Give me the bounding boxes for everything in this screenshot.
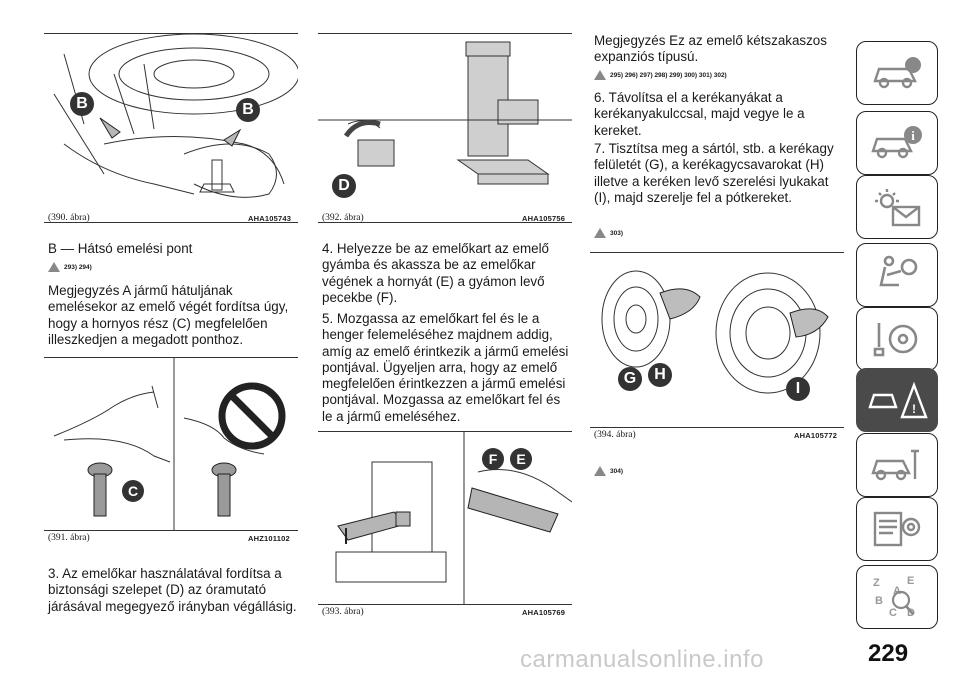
figure-393: F E xyxy=(318,431,572,605)
warning-triangle-icon xyxy=(594,228,606,238)
rear-lift-note: Megjegyzés A jármű hátuljának emelésekor… xyxy=(48,283,289,347)
steering-key-icon xyxy=(873,323,918,357)
tab-warning-lights[interactable] xyxy=(856,175,938,239)
watermark: carmanualsonline.info xyxy=(520,646,764,673)
warning-triangle-icon xyxy=(594,466,606,476)
figure-390-illustration xyxy=(53,34,298,198)
tab-knowing-instrument-panel[interactable]: i xyxy=(856,111,938,175)
svg-text:A: A xyxy=(893,585,901,597)
rear-lift-heading: B — Hátsó emelési pont xyxy=(48,241,193,256)
callout-b-left: B xyxy=(70,92,94,116)
jack-type-note: Megjegyzés Ez az emelő kétszakaszos expa… xyxy=(594,33,827,65)
emergency-triangle-icon: ! xyxy=(868,381,928,419)
warning-refs-text: 295) 296) 297) 298) 299) 300) 301) 302) xyxy=(610,71,727,79)
figure-392-code: AHA105756 xyxy=(522,214,566,223)
figure-391: C xyxy=(44,357,298,531)
warning-refs-text: 303) xyxy=(610,229,624,237)
warning-triangle-icon xyxy=(48,262,60,272)
tab-safety[interactable] xyxy=(856,243,938,307)
figure-394-code: AHA105772 xyxy=(794,431,838,440)
airbag-seat-icon xyxy=(879,255,918,287)
tab-starting-driving[interactable] xyxy=(856,307,938,371)
figure-393-illustration xyxy=(335,432,572,604)
figure-391-caption: (391. ábra) xyxy=(48,533,90,543)
figure-390-code: AHA105743 xyxy=(248,214,292,223)
page-number: 229 xyxy=(868,640,909,667)
warning-refs-303: 303) xyxy=(594,228,623,238)
callout-e: E xyxy=(510,448,532,470)
step-4: 4. Helyezze be az emelőkart az emelő gyá… xyxy=(322,241,550,305)
warning-refs-295-302: 295) 296) 297) 298) 299) 300) 301) 302) xyxy=(594,70,727,80)
figure-393-caption: (393. ábra) xyxy=(322,607,364,617)
tab-servicing-care[interactable] xyxy=(856,433,938,497)
svg-text:E: E xyxy=(907,575,914,587)
step-3: 3. Az emelőkar használatával fordítsa a … xyxy=(48,566,297,614)
svg-text:C: C xyxy=(889,607,897,619)
step-6: 6. Távolítsa el a kerékanyákat a kerékan… xyxy=(594,90,805,138)
figure-394-caption: (394. ábra) xyxy=(594,430,636,440)
callout-i: I xyxy=(786,377,810,401)
figure-391-code: AHZ101102 xyxy=(248,534,290,543)
callout-c: C xyxy=(122,480,144,502)
svg-text:Z: Z xyxy=(873,577,880,589)
figure-392: D xyxy=(318,33,572,223)
technical-data-icon xyxy=(873,511,921,547)
figure-394-illustration xyxy=(601,270,829,394)
figure-392-illustration xyxy=(318,41,572,185)
figure-392-caption: (392. ábra) xyxy=(322,213,364,223)
warning-triangle-icon xyxy=(594,70,606,80)
warning-lights-icon xyxy=(875,189,921,227)
callout-g: G xyxy=(618,367,642,391)
callout-h: H xyxy=(648,363,672,387)
svg-text:i: i xyxy=(911,128,915,143)
car-info-i-icon: i xyxy=(871,126,922,159)
step-5: 5. Mozgassa az emelőkart fel és le a hen… xyxy=(322,311,569,424)
callout-d: D xyxy=(332,174,356,198)
warning-refs-text: 293) 294) xyxy=(64,263,92,271)
car-info-icon xyxy=(873,57,921,89)
tab-index[interactable]: ZEBCDA xyxy=(856,565,938,629)
callout-b-right: B xyxy=(236,98,260,122)
warning-refs-304: 304) xyxy=(594,466,623,476)
figure-390-caption: (390. ábra) xyxy=(48,213,90,223)
figure-391-illustration xyxy=(53,358,286,530)
alphabetical-index-icon: ZEBCDA xyxy=(873,575,915,619)
tab-in-an-emergency[interactable]: ! xyxy=(856,368,938,432)
figure-394: G H I xyxy=(590,252,844,428)
svg-text:!: ! xyxy=(912,402,916,416)
svg-text:B: B xyxy=(875,595,883,607)
car-maintenance-icon xyxy=(871,449,919,481)
callout-f: F xyxy=(482,448,504,470)
figure-390: B B xyxy=(44,33,298,223)
warning-refs-293-294: 293) 294) xyxy=(48,262,92,272)
tab-getting-to-know-car[interactable] xyxy=(856,41,938,105)
step-7: 7. Tisztítsa meg a sártól, stb. a keréka… xyxy=(594,141,834,205)
tab-technical-data[interactable] xyxy=(856,497,938,561)
figure-393-code: AHA105769 xyxy=(522,608,566,617)
warning-refs-text: 304) xyxy=(610,467,624,475)
